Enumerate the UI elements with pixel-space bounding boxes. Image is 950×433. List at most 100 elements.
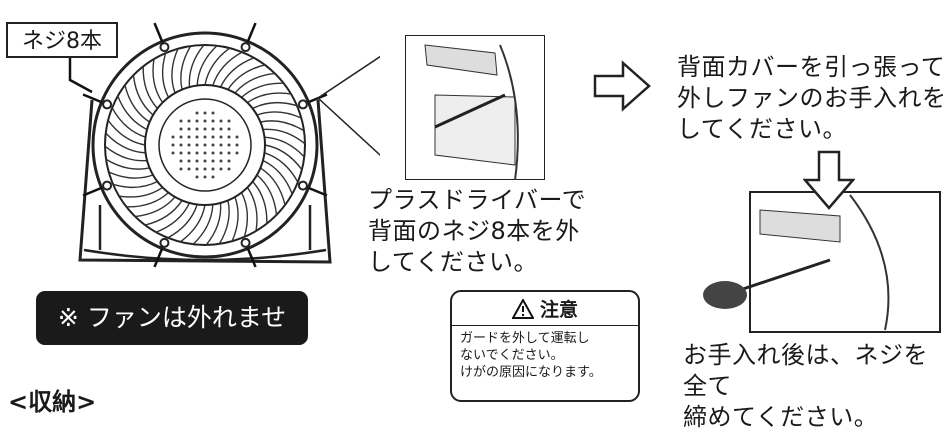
fan-grille-rib (264, 152, 299, 183)
vent-dot (179, 135, 183, 139)
vent-dot (211, 159, 215, 163)
fan-grille-rib (264, 136, 305, 158)
fan-grille-rib (112, 180, 158, 189)
vent-dot (235, 143, 239, 147)
vent-dot (195, 143, 199, 147)
fan-grille-rib (179, 204, 206, 243)
vent-dot (227, 127, 231, 131)
vent-dot (195, 151, 199, 155)
vent-dot (203, 175, 207, 179)
fan-grille-rib (231, 196, 239, 242)
vent-dot (235, 135, 239, 139)
instruction-line: プラスドライバーで (368, 186, 587, 214)
instruction-line: 背面カバーを引っ張って (677, 53, 946, 81)
vent-dot (171, 143, 175, 147)
screw-marker (159, 42, 170, 53)
vent-dot (195, 127, 199, 131)
vent-dot (219, 159, 223, 163)
screw-marker (297, 180, 308, 191)
screw-pointer-arrow (153, 247, 164, 268)
fan-grille-rib (107, 119, 146, 146)
vent-dot (227, 159, 231, 163)
screw-marker (102, 180, 113, 191)
vent-dot (211, 119, 215, 123)
vent-dot (227, 167, 231, 171)
fan-grille-rib (161, 52, 170, 98)
fan-grille-rib (218, 200, 230, 245)
vent-dot (219, 127, 223, 131)
fan-grille-rib (192, 204, 214, 245)
fan-grille-rib (241, 82, 284, 98)
vent-dot (203, 111, 207, 115)
vent-dot (187, 151, 191, 155)
vent-dot (227, 135, 231, 139)
vent-dot (211, 167, 215, 171)
vent-dot (195, 175, 199, 179)
fan-grille-rib (108, 171, 154, 179)
vent-dot (171, 135, 175, 139)
vent-dot (211, 151, 215, 155)
instruction-line: 締めてください。 (683, 403, 879, 431)
vent-dot (203, 135, 207, 139)
vent-dot (203, 119, 207, 123)
vent-dot (195, 135, 199, 139)
screw-count-label: ネジ8本 (6, 22, 118, 58)
fan-grille-rib (262, 128, 306, 145)
fan-grille-rib (196, 45, 218, 86)
vent-dot (187, 167, 191, 171)
down-arrow-icon (803, 150, 855, 210)
screw-pointer-arrow (153, 22, 164, 43)
vent-dot (179, 159, 183, 163)
fan-grille-rib (111, 107, 146, 138)
screw-marker (240, 42, 251, 53)
vent-dot (219, 151, 223, 155)
fan-grille-rib (171, 48, 179, 94)
fan-grille-rib (260, 167, 286, 206)
screw-pointer-arrow (82, 93, 103, 104)
fan-grille-rib (205, 202, 222, 246)
vent-dot (227, 143, 231, 147)
vent-dot (227, 151, 231, 155)
vent-dot (203, 151, 207, 155)
fan-grille-rib (105, 158, 150, 170)
fan-grille-rib (227, 64, 266, 90)
caution-line: ガードを外して運転し (460, 331, 590, 346)
fan-grille-rib (180, 45, 192, 90)
instruction-line: してください。 (368, 248, 539, 276)
fan-grille-rib (212, 51, 243, 86)
fan-grille-rib (144, 200, 183, 226)
instruction-line: 背面のネジ8本を外 (368, 217, 580, 245)
vent-dot (219, 143, 223, 147)
vent-dot (211, 143, 215, 147)
fan-grille-rib (126, 192, 169, 208)
fan-grille-rib (117, 95, 148, 131)
fan-grille-rib (260, 120, 305, 132)
fan-grille-rib (219, 57, 255, 88)
fan-not-removable-notice: ※ ファンは外れません。 (36, 291, 308, 386)
fan-grille-rib (204, 47, 231, 86)
fan-grille-rib (234, 72, 275, 94)
fan-grille-rib (256, 111, 302, 119)
vent-dot (219, 167, 223, 171)
fan-grille-rib (247, 92, 292, 104)
screw-removal-instruction: プラスドライバーで 背面のネジ8本を外 してください。 (368, 185, 588, 278)
screw-tightening-closeup-image (703, 191, 941, 333)
vent-dot (211, 175, 215, 179)
fan-grille-rib (104, 145, 148, 162)
fan-grille-rib (256, 174, 278, 215)
right-arrow-icon (593, 60, 651, 112)
fan-grille-rib (252, 101, 298, 110)
fan-grille-rib (132, 75, 154, 116)
vent-dot (171, 151, 175, 155)
vent-dot (195, 119, 199, 123)
fan-grille-rib (152, 58, 164, 103)
vent-dot (179, 167, 183, 171)
screw-marker (297, 99, 308, 110)
fan-grille-rib (105, 132, 146, 154)
screw-marker (240, 237, 251, 248)
vent-dot (187, 127, 191, 131)
screw-pointer-arrow (82, 186, 103, 197)
screw-marker (159, 237, 170, 248)
instruction-line: 外しファンのお手入れを (677, 84, 947, 112)
caution-header: 注意 (452, 292, 638, 326)
